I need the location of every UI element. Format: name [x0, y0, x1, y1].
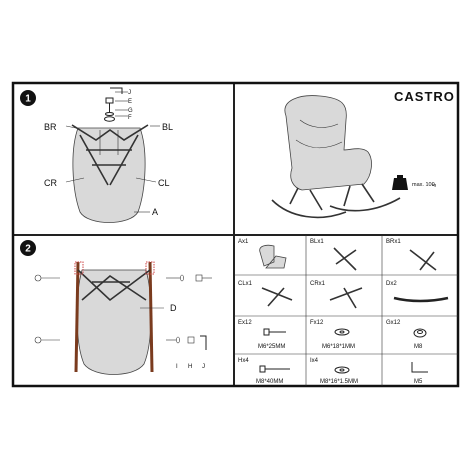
front-leg-frame [79, 134, 139, 186]
max-load-unit: kg [432, 182, 436, 187]
label-h: H [188, 364, 192, 370]
parts-grid [234, 235, 458, 386]
step1-number: 1 [25, 94, 31, 105]
label-d: D [170, 303, 177, 313]
part-desc-h: M8*40MM [256, 379, 283, 385]
weight-icon [392, 178, 408, 190]
part-code-h: Hx4 [238, 358, 249, 364]
step2-badge: 2 [20, 240, 36, 256]
part-code-f: Fx12 [310, 320, 324, 326]
label-cr: CR [44, 178, 57, 188]
allen-key-icon-m5 [411, 362, 428, 373]
label-a: A [152, 207, 158, 217]
bolt-icon-h [259, 365, 290, 373]
part-desc-e: M6*25MM [258, 344, 285, 350]
max-load: max. 100 [412, 182, 435, 188]
part-code-e: Ex12 [238, 320, 252, 326]
washer-icon-f [334, 328, 350, 336]
label-g: G [128, 108, 133, 114]
step1-badge: 1 [20, 90, 36, 106]
part-a-shell [259, 244, 287, 269]
seat-shell [72, 127, 146, 223]
step2-number: 2 [25, 244, 31, 255]
part-br-leg [409, 249, 437, 271]
label-br: BR [44, 122, 57, 132]
part-bl-leg [333, 247, 357, 271]
label-bl: BL [162, 122, 173, 132]
seat-shell-2 [76, 269, 152, 375]
allen-key-icon [110, 87, 123, 94]
rocking-chair-illustration [271, 95, 401, 219]
part-code-d: Dx2 [386, 281, 397, 287]
part-code-cr: CRx1 [310, 281, 326, 287]
part-desc-f: M6*18*1MM [322, 344, 355, 350]
part-code-bl: BLx1 [310, 239, 324, 245]
allen-key-icon-2 [200, 335, 207, 350]
outer-frame [11, 81, 460, 388]
step1-drawing [65, 87, 160, 223]
label-f: F [128, 115, 132, 121]
part-code-br: BRx1 [386, 239, 401, 245]
part-desc-g: M8 [414, 344, 423, 350]
part-code-a: Ax1 [238, 239, 249, 245]
bolt-icon [105, 97, 114, 104]
bolt-icon-e [263, 328, 286, 336]
part-cl-leg [261, 287, 293, 307]
part-code-cl: CLx1 [238, 281, 253, 287]
part-code-g: Gx12 [386, 320, 401, 326]
label-e: E [128, 99, 132, 105]
washer-icon-i [334, 366, 350, 374]
part-cr-leg [329, 287, 363, 309]
weight-badge: max. 100 kg [392, 175, 436, 190]
step2-drawing [34, 261, 212, 375]
rocker-left [74, 261, 80, 373]
back-leg-frame [71, 124, 149, 141]
washer-icon [105, 112, 114, 116]
nut-icon-g [413, 328, 427, 338]
part-code-i: Ix4 [310, 358, 319, 364]
product-name: CASTRO [394, 89, 455, 104]
part-desc-key: M5 [414, 379, 423, 385]
label-j-2: J [202, 364, 205, 370]
label-cl: CL [158, 178, 170, 188]
label-j: J [128, 90, 131, 96]
rocker-right [148, 261, 154, 373]
part-d-rocker [393, 296, 449, 303]
nut-icon [104, 116, 115, 122]
part-desc-i: M8*16*1.5MM [320, 379, 358, 385]
label-i: I [176, 364, 178, 370]
